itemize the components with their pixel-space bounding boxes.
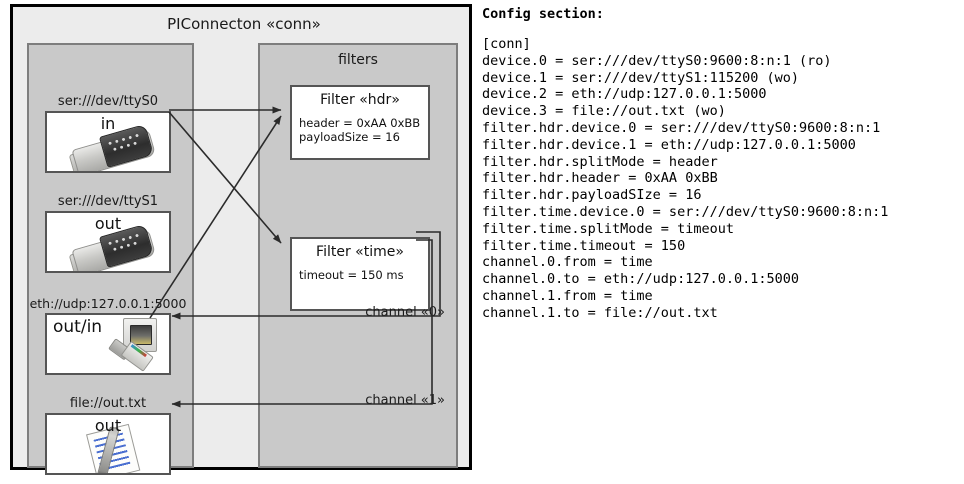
config-line: filter.hdr.splitMode = header [482,153,718,170]
config-line: filter.hdr.device.0 = ser:///dev/ttyS0:9… [482,119,881,136]
config-line: device.1 = ser:///dev/ttyS1:115200 (wo) [482,69,799,86]
config-line: device.3 = file://out.txt (wo) [482,103,726,120]
device-ttys1-direction: out [94,214,122,233]
config-line: filter.hdr.header = 0xAA 0xBB [482,170,718,187]
device-file-label: file://out.txt [69,396,147,411]
config-section-lines: [conn]device.0 = ser:///dev/ttyS0:9600:8… [482,36,960,322]
filter-hdr-prop-payloadsize: payloadSize = 16 [299,130,400,144]
device-ttys1-box[interactable]: out [45,211,171,273]
filter-time-title: Filter «time» [316,244,404,260]
device-ttys1[interactable]: ser:///dev/ttyS1 out [45,193,171,273]
filter-hdr-props: header = 0xAA 0xBB payloadSize = 16 [299,116,428,144]
config-line: [conn] [482,36,531,52]
config-line: filter.hdr.device.1 = eth://udp:127.0.0.… [482,136,856,153]
device-ttys0[interactable]: ser:///dev/ttyS0 in [45,93,171,173]
device-file-direction: out [94,416,122,435]
ethernet-icon [105,318,169,373]
filter-hdr-box[interactable]: Filter «hdr» header = 0xAA 0xBB payloadS… [290,85,430,160]
filter-time-prop-timeout: timeout = 150 ms [299,268,404,282]
config-line: channel.0.to = eth://udp:127.0.0.1:5000 [482,271,799,288]
device-eth[interactable]: eth://udp:127.0.0.1:5000 out/in [30,295,186,375]
diagram-title: PIConnecton «conn» [167,15,321,33]
channel-0-label: channel «0» [365,305,445,320]
config-line: channel.1.to = file://out.txt [482,304,718,321]
device-file-box[interactable]: out [45,413,171,475]
config-line: channel.1.from = time [482,287,653,304]
filters-panel-title: filters [338,52,378,68]
device-eth-box[interactable]: out/in [45,313,171,375]
device-file[interactable]: file://out.txt out [45,395,171,475]
device-ttys0-label: ser:///dev/ttyS0 [57,94,159,109]
filter-hdr-prop-header: header = 0xAA 0xBB [299,116,421,130]
device-ttys0-box[interactable]: in [45,111,171,173]
device-ttys1-label: ser:///dev/ttyS1 [57,194,159,209]
device-ttys0-direction: in [100,114,116,133]
filters-panel: filters Filter «hdr» header = 0xAA 0xBB … [258,43,458,468]
device-eth-label: eth://udp:127.0.0.1:5000 [29,296,187,311]
config-section: Config section: [conn]device.0 = ser:///… [482,6,960,322]
config-line: device.0 = ser:///dev/ttyS0:9600:8:n:1 (… [482,52,832,69]
config-line: filter.time.timeout = 150 [482,237,686,254]
config-line: filter.time.splitMode = timeout [482,220,734,237]
config-line: filter.time.device.0 = ser:///dev/ttyS0:… [482,203,889,220]
config-line: channel.0.from = time [482,254,653,271]
filter-time-box[interactable]: Filter «time» timeout = 150 ms [290,237,430,311]
channel-1-label: channel «1» [365,393,445,408]
devices-panel: ser:///dev/ttyS0 in ser:///dev/ttyS1 out [27,43,194,475]
config-line: filter.hdr.payloadSIze = 16 [482,187,702,204]
device-eth-direction: out/in [53,317,103,337]
config-section-heading: Config section: [482,6,604,22]
config-line: device.2 = eth://udp:127.0.0.1:5000 [482,86,767,103]
filter-hdr-title: Filter «hdr» [320,92,400,108]
diagram-frame: PIConnecton «conn» ser:///dev/ttyS0 in s… [10,4,472,475]
filter-time-props: timeout = 150 ms [299,268,428,282]
